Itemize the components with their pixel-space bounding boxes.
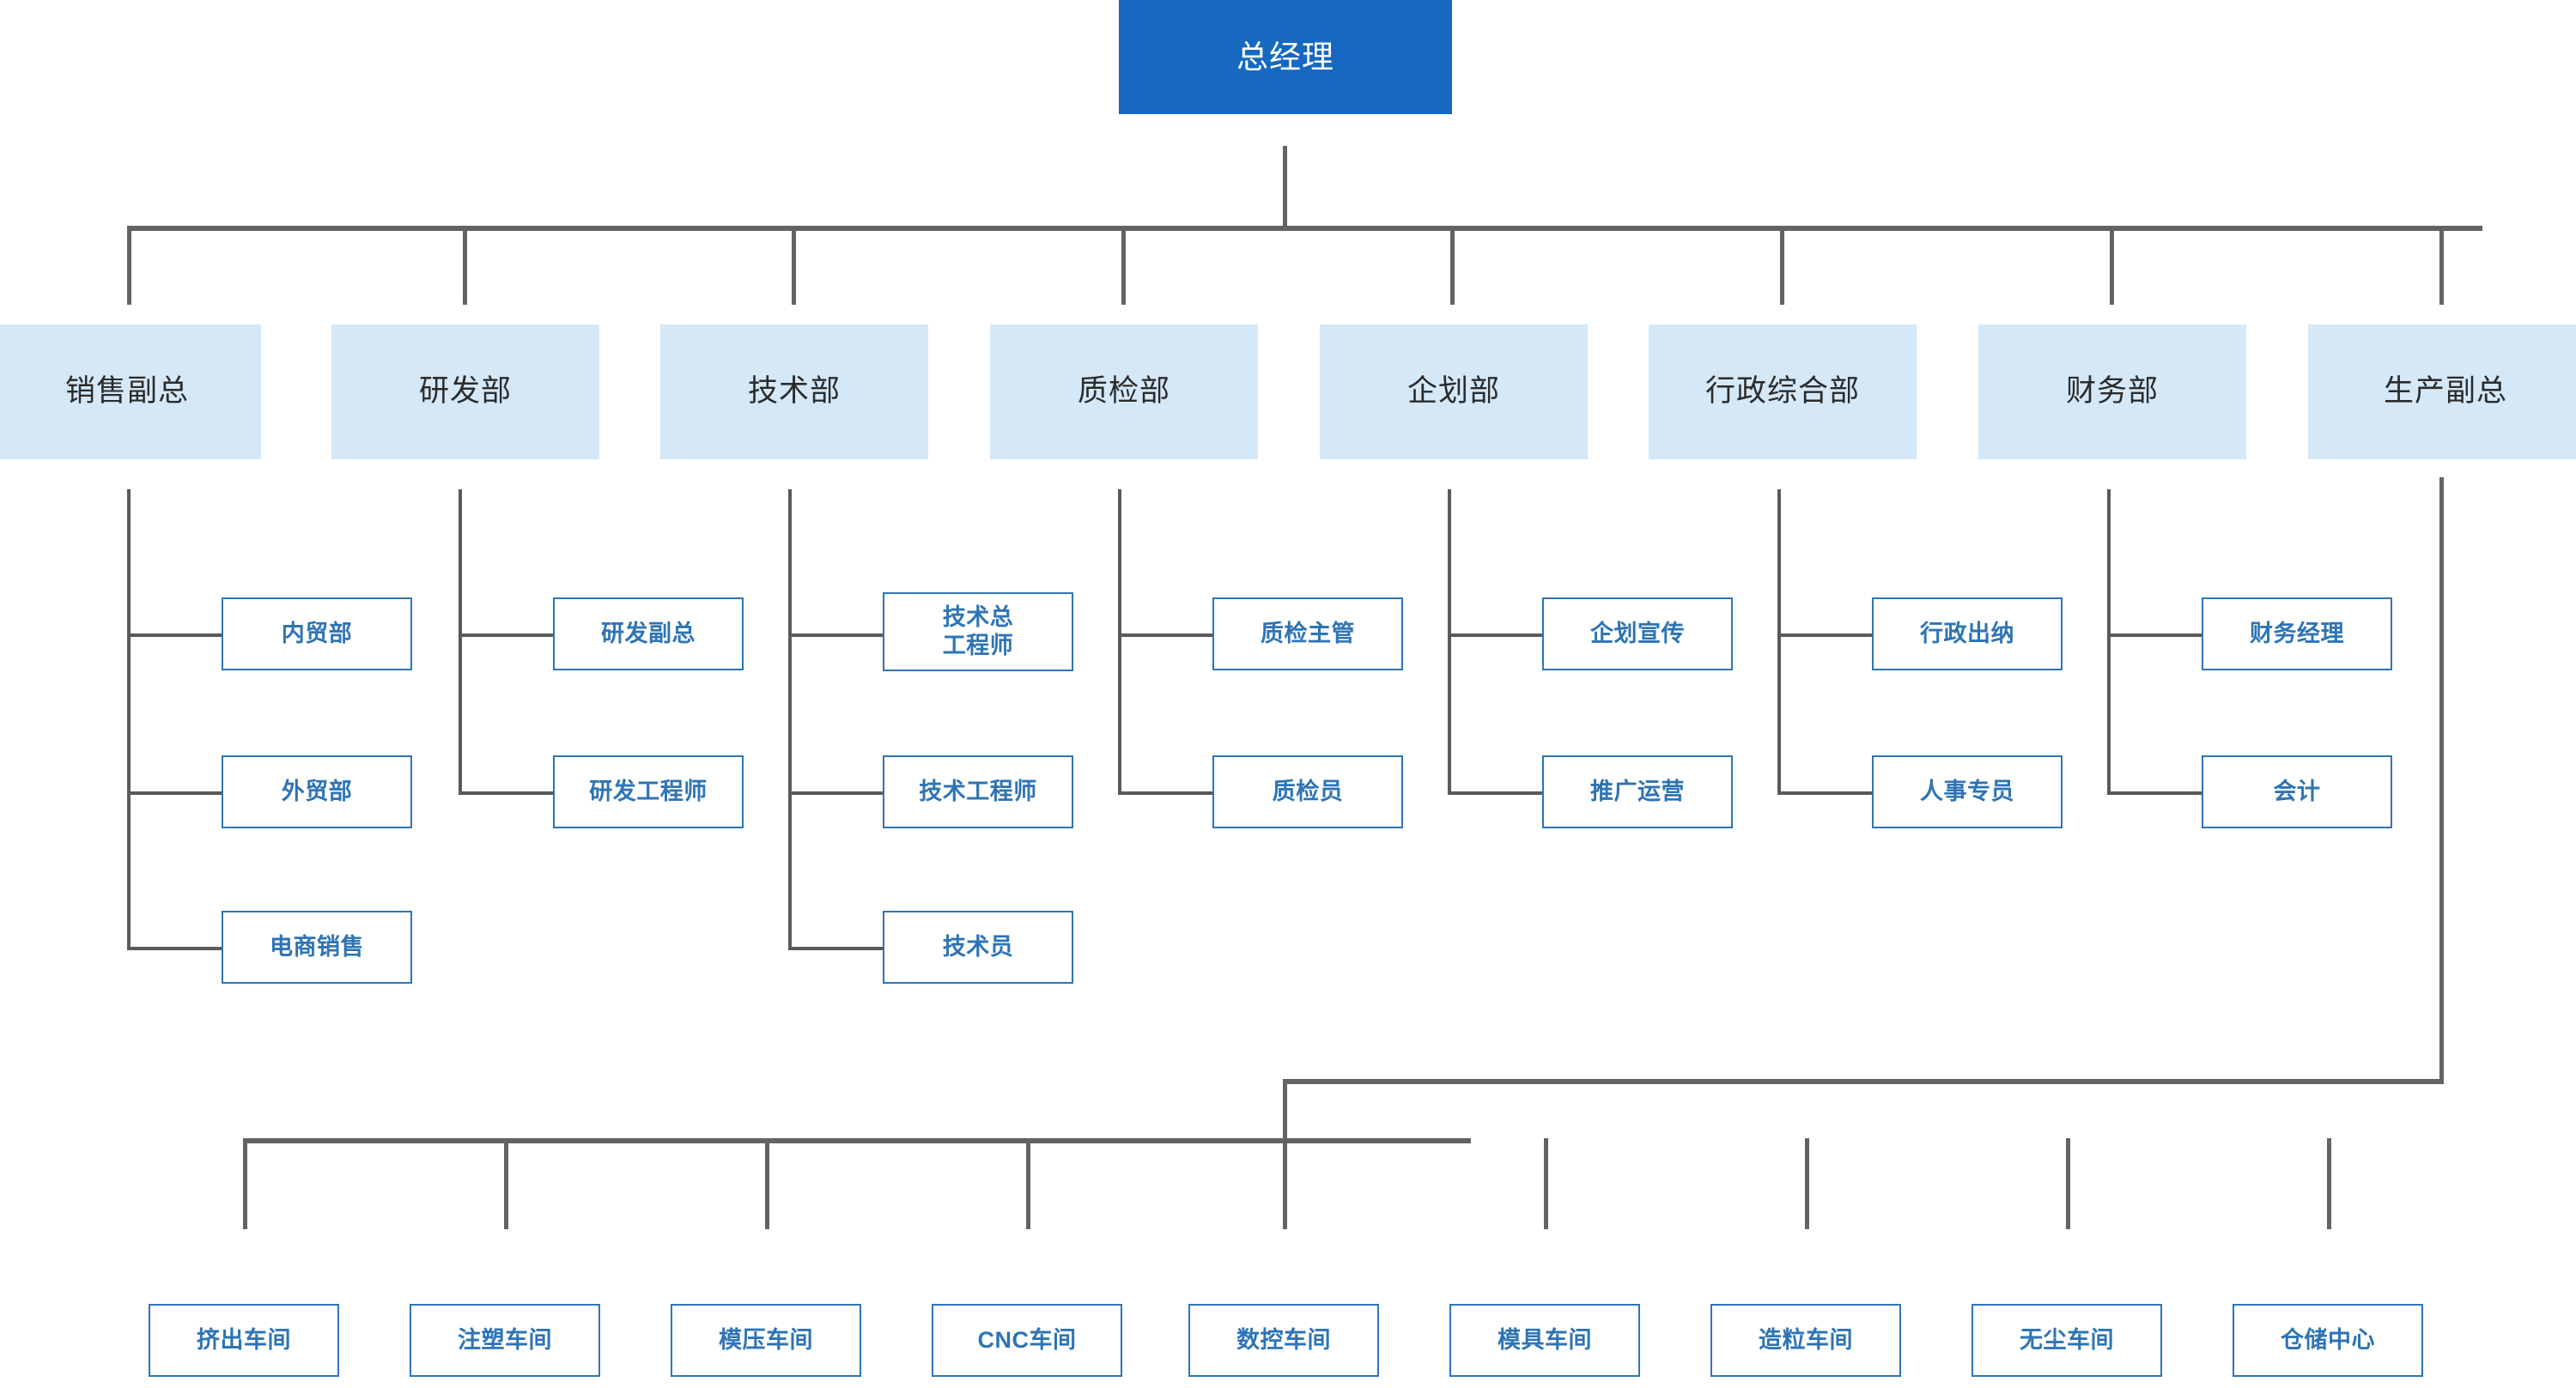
connector-drop-workshop-8 [2066, 1138, 2070, 1229]
connector-dept-bus [127, 226, 2482, 231]
connector-stub-sales-3 [127, 947, 222, 950]
node-ecommerce-sales[interactable]: 电商销售 [222, 911, 412, 984]
node-qc-supervisor[interactable]: 质检主管 [1212, 597, 1403, 670]
node-rd-engineer[interactable]: 研发工程师 [553, 755, 744, 828]
node-tech-dept[interactable]: 技术部 [660, 324, 928, 459]
node-accountant[interactable]: 会计 [2202, 755, 2392, 828]
connector-drop-finance-dept [2110, 226, 2114, 305]
connector-drop-tech-dept [792, 226, 796, 305]
connector-stub-admin-1 [1777, 633, 1872, 637]
node-finance-manager[interactable]: 财务经理 [2202, 597, 2392, 670]
connector-stub-admin-2 [1777, 791, 1872, 795]
connector-stub-tech-3 [788, 947, 883, 950]
node-planning-dept[interactable]: 企划部 [1320, 324, 1588, 459]
node-foreign-trade[interactable]: 外贸部 [222, 755, 412, 828]
node-workshop-injection[interactable]: 注塑车间 [410, 1304, 600, 1377]
connector-drop-qc-dept [1121, 226, 1126, 305]
connector-spine-qc-dept [1118, 489, 1121, 794]
node-domestic-trade[interactable]: 内贸部 [222, 597, 412, 670]
connector-stub-finance-1 [2107, 633, 2202, 637]
connector-production-vp-down [2439, 477, 2444, 1083]
node-technician[interactable]: 技术员 [883, 911, 1073, 984]
connector-production-vp-to-bus [1283, 1079, 1287, 1143]
connector-stub-rd-1 [459, 633, 553, 637]
connector-drop-sales-vp [127, 226, 131, 305]
connector-drop-production-vp [2439, 226, 2444, 305]
node-qc-inspector[interactable]: 质检员 [1212, 755, 1403, 828]
node-rd-vp[interactable]: 研发副总 [553, 597, 744, 670]
connector-drop-workshop-2 [504, 1138, 508, 1229]
node-tech-engineer[interactable]: 技术工程师 [883, 755, 1073, 828]
connector-drop-admin-dept [1780, 226, 1784, 305]
node-workshop-cnc[interactable]: CNC车间 [932, 1304, 1122, 1377]
node-admin-dept[interactable]: 行政综合部 [1649, 324, 1917, 459]
node-planning-promotion[interactable]: 企划宣传 [1542, 597, 1733, 670]
connector-stub-tech-1 [788, 633, 883, 637]
connector-drop-workshop-6 [1544, 1138, 1548, 1229]
node-workshop-extrusion[interactable]: 挤出车间 [149, 1304, 339, 1377]
connector-drop-workshop-7 [1805, 1138, 1809, 1229]
node-warehouse-center[interactable]: 仓储中心 [2233, 1304, 2423, 1377]
node-general-manager[interactable]: 总经理 [1119, 0, 1452, 114]
connector-spine-rd-dept [459, 489, 462, 794]
node-admin-cashier[interactable]: 行政出纳 [1872, 597, 2063, 670]
node-workshop-compression[interactable]: 模压车间 [671, 1304, 861, 1377]
connector-spine-finance-dept [2107, 489, 2111, 794]
node-workshop-granulation[interactable]: 造粒车间 [1710, 1304, 1901, 1377]
node-marketing-operations[interactable]: 推广运营 [1542, 755, 1733, 828]
node-sales-vp[interactable]: 销售副总 [0, 324, 261, 459]
connector-spine-sales-vp [127, 489, 131, 950]
node-chief-tech-engineer[interactable]: 技术总 工程师 [883, 592, 1073, 671]
node-workshop-cleanroom[interactable]: 无尘车间 [1971, 1304, 2162, 1377]
connector-stub-sales-1 [127, 633, 222, 637]
node-rd-dept[interactable]: 研发部 [331, 324, 599, 459]
connector-drop-workshop-9 [2327, 1138, 2331, 1229]
connector-stub-qc-2 [1118, 791, 1212, 795]
node-workshop-mold[interactable]: 模具车间 [1449, 1304, 1640, 1377]
connector-drop-rd-dept [463, 226, 467, 305]
connector-stub-finance-2 [2107, 791, 2202, 795]
connector-stub-qc-1 [1118, 633, 1212, 637]
connector-root-stem [1283, 146, 1287, 227]
node-chief-tech-engineer-label: 技术总 工程师 [942, 604, 1014, 658]
connector-stub-rd-2 [459, 791, 553, 795]
connector-drop-workshop-3 [765, 1138, 769, 1229]
connector-spine-admin-dept [1777, 489, 1781, 794]
connector-stub-planning-2 [1448, 791, 1542, 795]
node-finance-dept[interactable]: 财务部 [1978, 324, 2246, 459]
node-workshop-numerical-control[interactable]: 数控车间 [1188, 1304, 1379, 1377]
connector-production-vp-left [1283, 1079, 2444, 1084]
node-qc-dept[interactable]: 质检部 [990, 324, 1258, 459]
connector-drop-workshop-1 [243, 1138, 247, 1229]
connector-stub-tech-2 [788, 791, 883, 795]
node-hr-specialist[interactable]: 人事专员 [1872, 755, 2063, 828]
connector-drop-workshop-4 [1026, 1138, 1030, 1229]
connector-workshop-bus [243, 1138, 1471, 1143]
connector-stub-sales-2 [127, 791, 222, 795]
connector-drop-planning-dept [1450, 226, 1455, 305]
node-production-vp[interactable]: 生产副总 [2308, 324, 2576, 459]
connector-stub-planning-1 [1448, 633, 1542, 637]
connector-spine-planning-dept [1448, 489, 1451, 794]
connector-drop-workshop-5 [1283, 1138, 1287, 1229]
connector-spine-tech-dept [788, 489, 792, 950]
